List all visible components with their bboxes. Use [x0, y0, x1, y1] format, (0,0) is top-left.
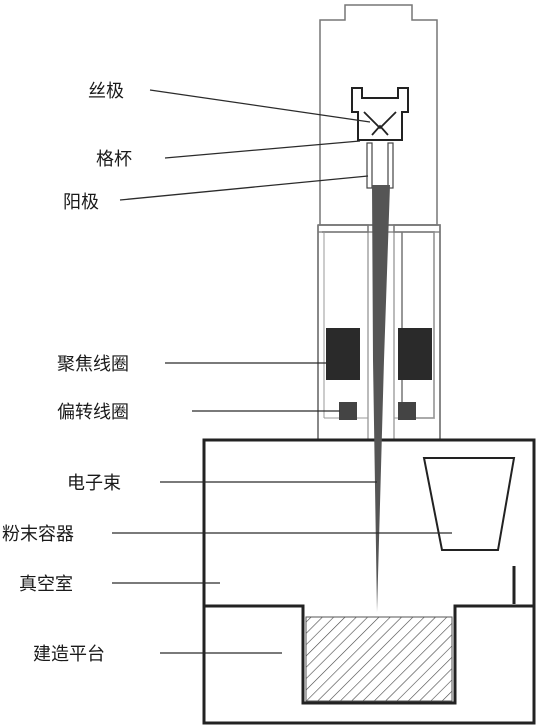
label-focus-coil: 聚焦线圈: [57, 354, 129, 375]
label-vacuum-chamber: 真空室: [19, 574, 73, 595]
label-powder-container: 粉末容器: [2, 524, 74, 545]
grid-cup: [351, 87, 409, 141]
vacuum-chamber: [202, 438, 536, 725]
leader-anode: [119, 175, 369, 201]
chamber-floor: [204, 604, 534, 705]
label-anode: 阳极: [63, 192, 99, 213]
deflection-coil-right: [398, 402, 416, 420]
powder-bed: [305, 616, 453, 702]
anode: [366, 142, 373, 189]
label-electron-beam: 电子束: [67, 473, 121, 494]
label-filament: 丝极: [88, 81, 124, 102]
deflection-coil-left: [339, 402, 357, 420]
electron-beam: [372, 185, 390, 612]
label-deflection-coil: 偏转线圈: [57, 402, 129, 423]
focus-coil-left: [326, 328, 360, 380]
label-grid-cup: 格杯: [96, 149, 132, 170]
powder-container: [422, 457, 516, 551]
focus-coil-right: [398, 328, 432, 380]
leader-grid-cup: [164, 140, 361, 159]
label-build-platform: 建造平台: [33, 644, 105, 665]
filament: [363, 111, 397, 136]
leader-filament: [149, 89, 371, 123]
